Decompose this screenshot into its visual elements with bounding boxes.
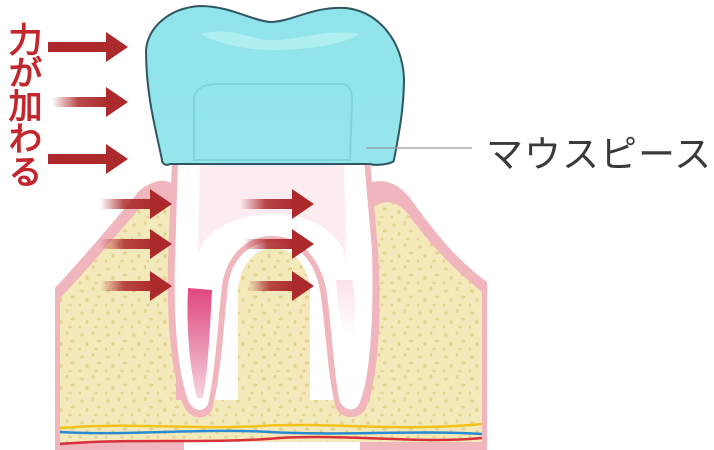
mouthpiece-cap	[144, 4, 406, 166]
bone-base	[60, 400, 482, 442]
right-arrow-icon	[48, 32, 128, 62]
pulp-canal-right	[336, 280, 356, 336]
mouthpiece-label: マウスピース	[486, 133, 713, 176]
right-arrow-icon	[240, 189, 314, 219]
right-arrow-icon	[100, 189, 172, 219]
alveolar-bone-right	[370, 202, 482, 440]
right-arrow-icon	[244, 229, 314, 259]
cap-highlight	[200, 31, 360, 50]
right-arrow-icon	[100, 271, 172, 301]
nerve-line-yellow	[59, 422, 483, 430]
tooth-crown-outline	[193, 83, 354, 161]
right-arrow-icon	[100, 229, 172, 259]
nerve-line-red	[59, 435, 483, 446]
right-arrow-icon	[248, 271, 314, 301]
nerve-line-blue	[59, 429, 483, 436]
force-label: 力が加わる	[2, 22, 42, 187]
right-arrow-icon	[48, 144, 128, 174]
alveolar-bone	[60, 199, 176, 440]
right-arrow-icon	[52, 87, 128, 117]
pulp-canal-left	[187, 288, 212, 398]
pulp-chamber	[198, 160, 346, 262]
